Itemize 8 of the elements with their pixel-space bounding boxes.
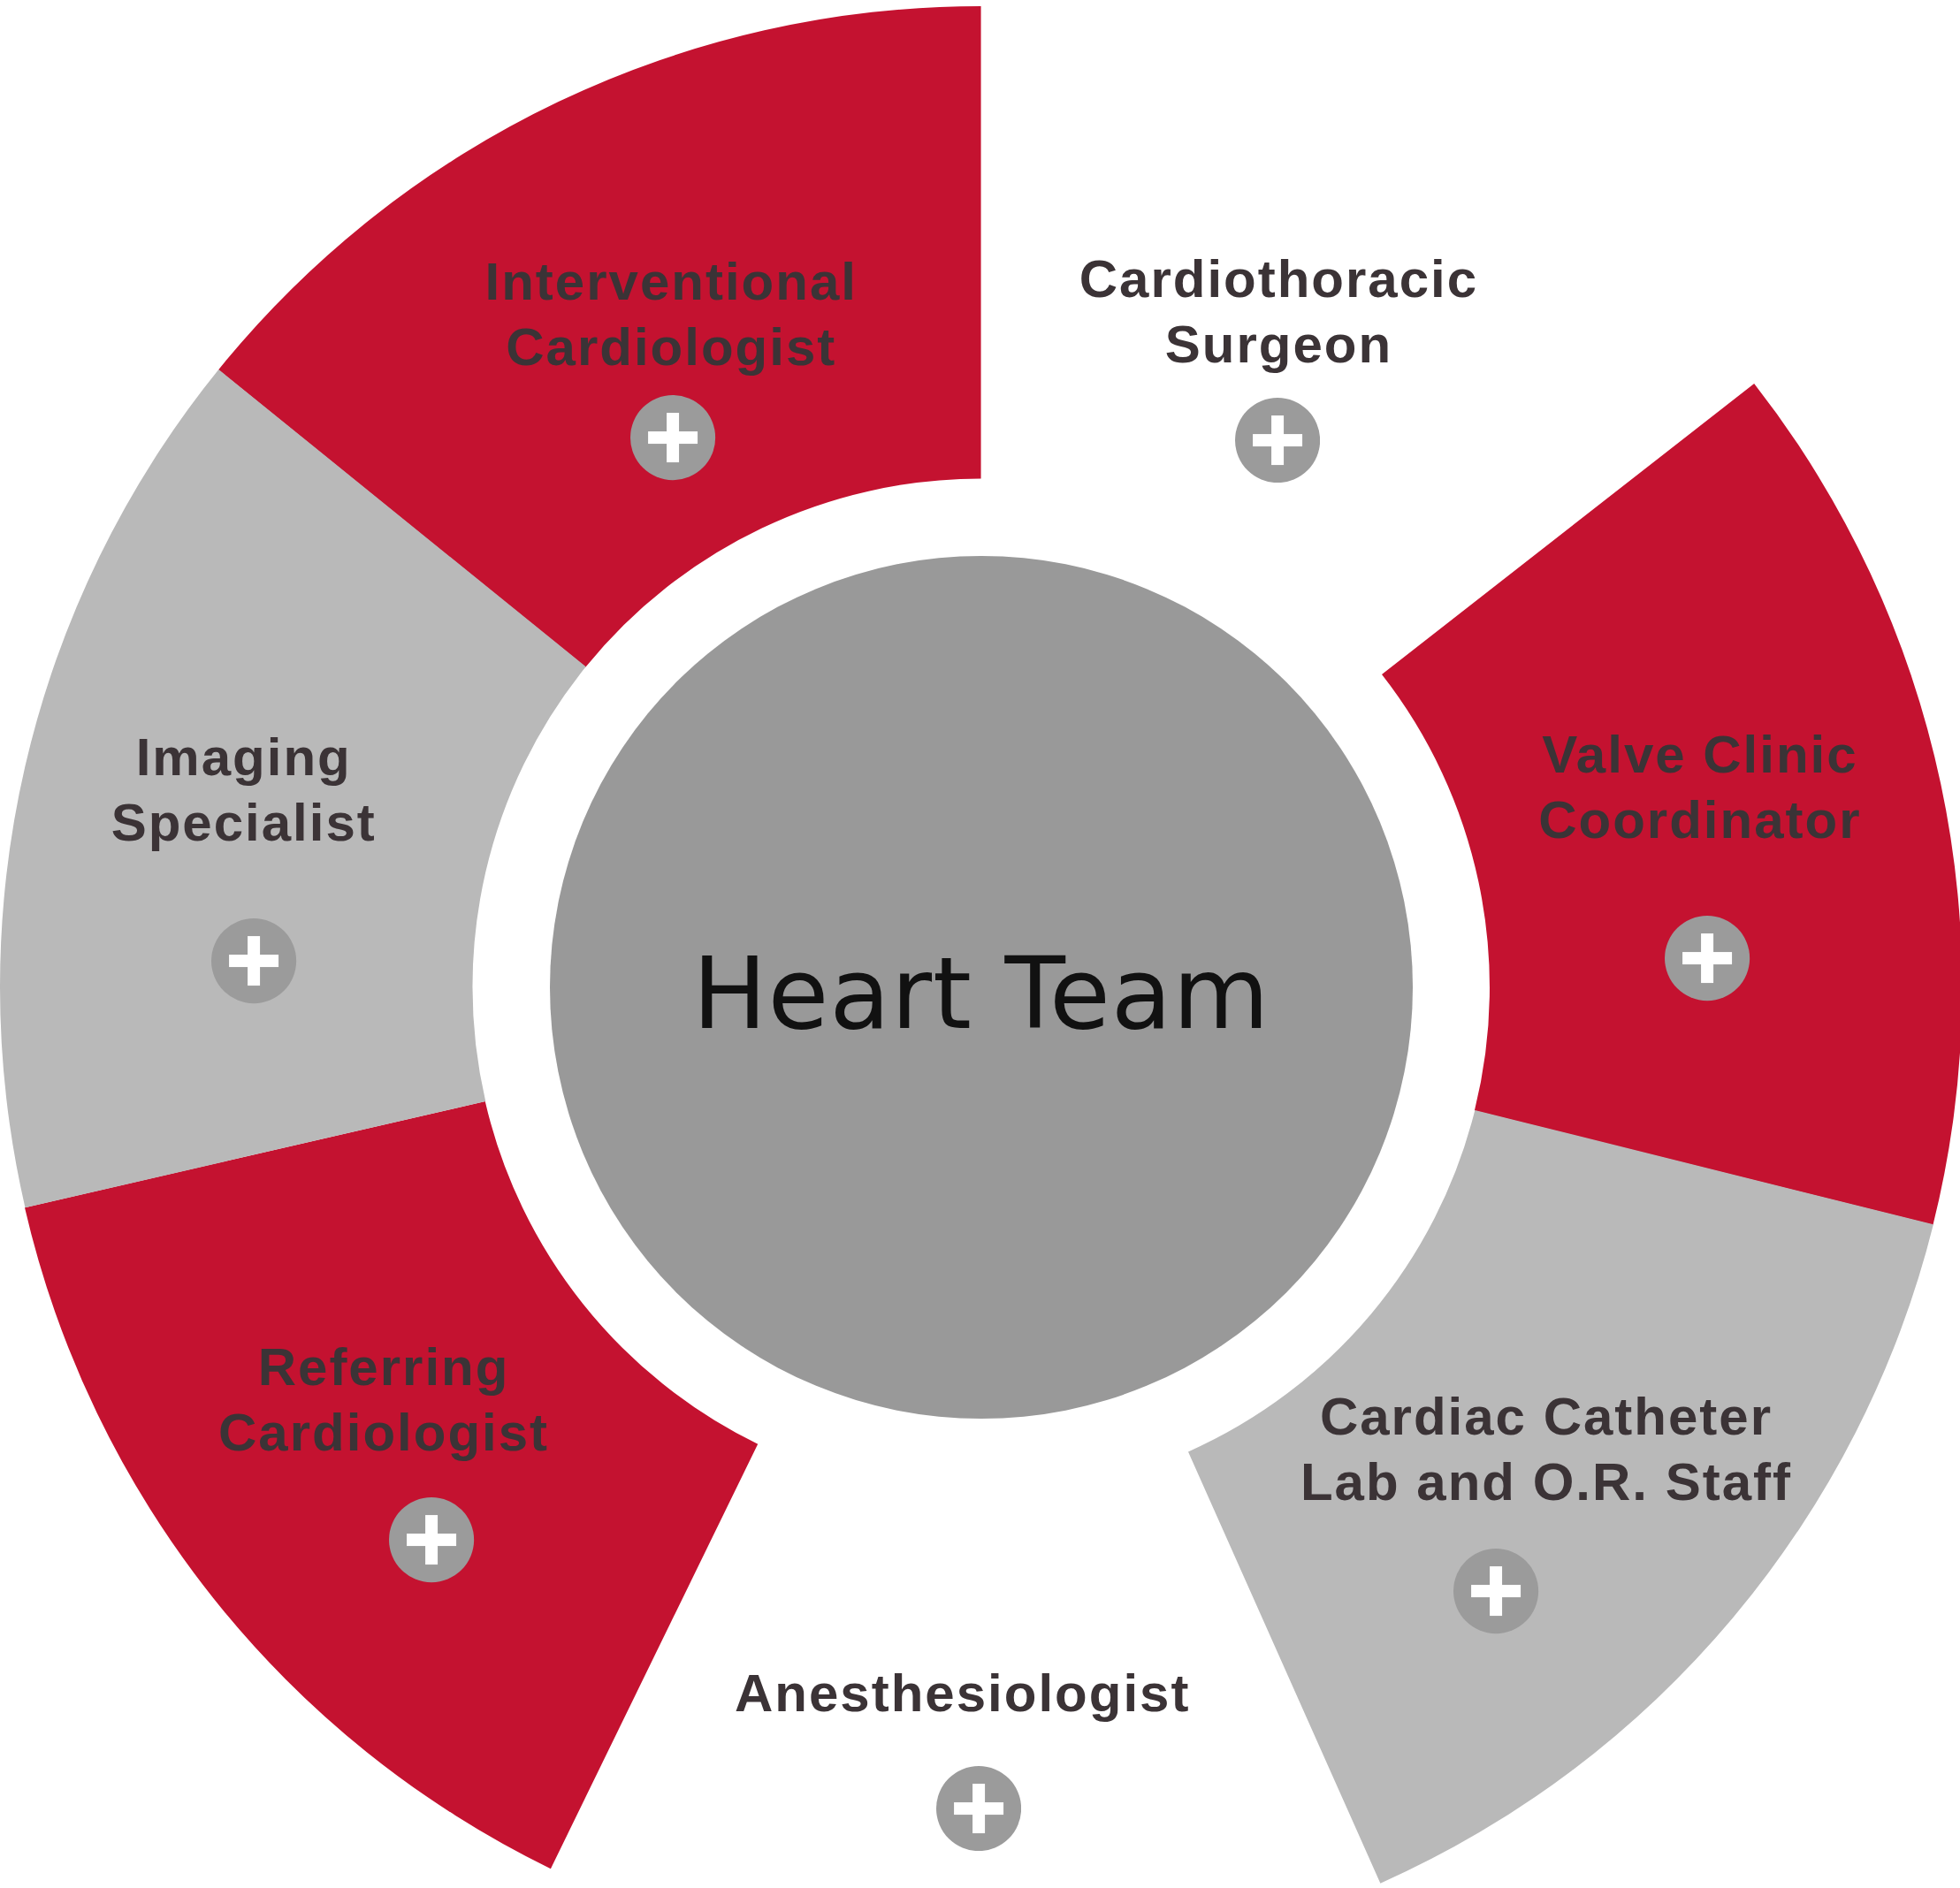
segment-label: Valve Clinic Coordinator: [1537, 723, 1863, 851]
role-label: Cardiothoracic Surgeon: [1078, 248, 1480, 377]
circle-title: Heart Team: [692, 936, 1270, 1052]
segment-label: Cardiac Catheter Lab and O.R. Staff: [1299, 1386, 1793, 1514]
role-label: Anesthesiologist: [734, 1662, 1192, 1724]
segment-label: Imaging Specialist: [110, 726, 378, 854]
segment-label: Referring Cardiologist: [217, 1336, 551, 1464]
segment-label: Interventional Cardiologist: [484, 251, 858, 379]
